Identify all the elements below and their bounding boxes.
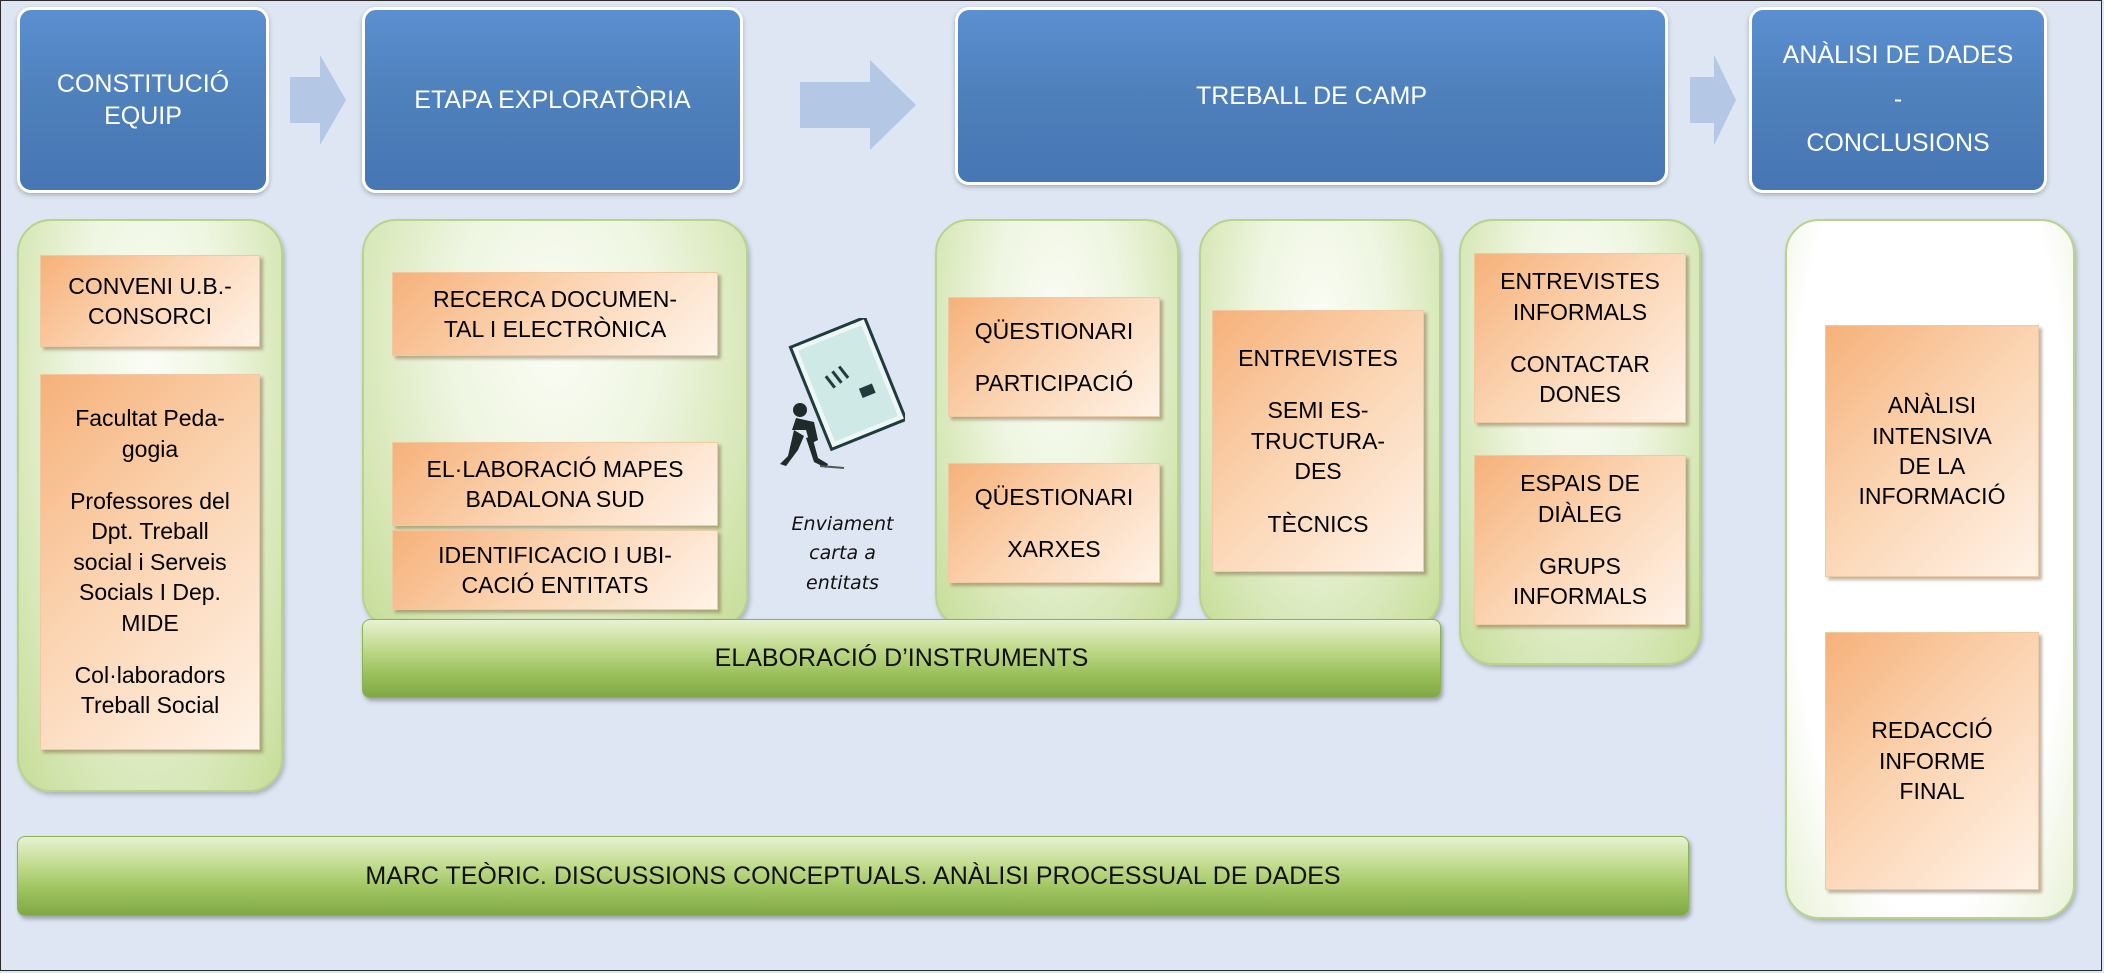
box-entrevistes-semiestructurades: ENTREVISTES SEMI ES- TRUCTURA- DES TÈCNI…	[1212, 310, 1424, 572]
box-recerca-documental: RECERCA DOCUMEN- TAL I ELECTRÒNICA	[392, 272, 718, 356]
box-line: ANÀLISI	[1887, 392, 1977, 419]
box-line: INFORME	[1878, 747, 1986, 774]
box-line: INFORMACIÓ	[1858, 483, 2006, 510]
box-analisi-intensiva: ANÀLISI INTENSIVA DE LA INFORMACIÓ	[1825, 325, 2039, 577]
bar-marc-teoric: MARC TEÒRIC. DISCUSSIONS CONCEPTUALS. AN…	[17, 836, 1689, 916]
box-redaccio-informe: REDACCIÓ INFORME FINAL	[1825, 632, 2039, 890]
bar-elaboracio-instruments: ELABORACIÓ D’INSTRUMENTS	[362, 619, 1441, 698]
bar-label: ELABORACIÓ D’INSTRUMENTS	[714, 644, 1089, 672]
box-line: DONES	[1539, 381, 1621, 408]
box-line: XARXES	[1007, 536, 1101, 562]
box-line: ESPAIS DE	[1520, 470, 1640, 497]
box-line: Facultat Peda-	[75, 405, 225, 432]
box-line: Professores del	[70, 488, 230, 515]
box-line: TÈCNICS	[1267, 510, 1369, 537]
box-conveni: CONVENI U.B.- CONSORCI	[40, 255, 260, 347]
box-line: MIDE	[121, 609, 179, 636]
phase-line: TREBALL DE CAMP	[1195, 81, 1428, 110]
box-line: TAL I ELECTRÒNICA	[443, 316, 667, 342]
box-line: DIÀLEG	[1537, 500, 1623, 527]
caption-enviament-carta: Enviament carta a entitats	[780, 510, 905, 598]
box-line: CACIÓ ENTITATS	[461, 572, 649, 598]
caption-line: Enviament	[791, 513, 894, 535]
phase-etapa-exploratoria: ETAPA EXPLORATÒRIA	[362, 7, 743, 193]
box-line: INFORMALS	[1512, 583, 1648, 610]
bar-label: MARC TEÒRIC. DISCUSSIONS CONCEPTUALS. AN…	[365, 861, 1341, 890]
box-line: CONSORCI	[88, 303, 212, 329]
phase-line: ETAPA EXPLORATÒRIA	[414, 85, 691, 114]
box-line: Socials I Dep.	[79, 579, 221, 606]
box-line: SEMI ES-	[1267, 397, 1369, 424]
phase-treball-de-camp: TREBALL DE CAMP	[955, 7, 1668, 185]
box-mapes-badalona: EL·LABORACIÓ MAPES BADALONA SUD	[392, 442, 718, 526]
box-line: INFORMALS	[1512, 298, 1648, 325]
box-line: QÜESTIONARI	[974, 317, 1134, 344]
right-arrow-icon	[800, 60, 916, 150]
box-line: Treball Social	[80, 692, 220, 719]
phase-analisi-de-dades: ANÀLISI DE DADES - CONCLUSIONS	[1749, 7, 2047, 193]
box-membres-equip: Facultat Peda- gogia Professores del Dpt…	[40, 374, 260, 750]
phase-line: -	[1893, 85, 1903, 114]
box-line: DES	[1294, 458, 1342, 485]
caption-line: entitats	[806, 571, 879, 594]
phase-line: EQUIP	[104, 102, 182, 130]
box-line: REDACCIÓ	[1871, 717, 1993, 744]
phase-constitucio-equip: CONSTITUCIÓ EQUIP	[17, 7, 269, 193]
box-line: BADALONA SUD	[465, 486, 645, 512]
box-line: IDENTIFICACIO I UBI-	[438, 541, 672, 568]
box-line: EL·LABORACIÓ MAPES	[426, 455, 684, 482]
box-entrevistes-informals: ENTREVISTES INFORMALS CONTACTAR DONES	[1474, 253, 1686, 423]
phase-line: CONCLUSIONS	[1806, 128, 1990, 157]
box-espais-dialeg: ESPAIS DE DIÀLEG GRUPS INFORMALS	[1474, 455, 1686, 625]
caption-line: carta a	[809, 542, 876, 565]
right-arrow-icon	[1690, 55, 1736, 145]
box-line: TRUCTURA-	[1250, 427, 1386, 454]
box-line: DE LA	[1898, 453, 1966, 479]
box-line: FINAL	[1899, 778, 1965, 805]
box-identificacio-entitats: IDENTIFICACIO I UBI- CACIÓ ENTITATS	[392, 530, 718, 610]
box-line: social i Serveis	[73, 548, 227, 575]
box-line: PARTICIPACIÓ	[974, 370, 1134, 396]
box-line: QÜESTIONARI	[974, 483, 1134, 510]
letter-delivery-icon	[780, 318, 905, 469]
box-line: CONTACTAR	[1510, 351, 1650, 377]
box-line: Dpt. Treball	[91, 518, 209, 545]
box-line: gogia	[121, 435, 179, 462]
box-line: ENTREVISTES	[1500, 268, 1660, 295]
box-line: CONVENI U.B.-	[68, 272, 232, 299]
box-questionari-participacio: QÜESTIONARI PARTICIPACIÓ	[948, 297, 1160, 417]
box-line: ENTREVISTES	[1238, 345, 1398, 372]
box-line: RECERCA DOCUMEN-	[432, 285, 678, 312]
box-line: GRUPS	[1539, 553, 1621, 579]
phase-line: ANÀLISI DE DADES	[1782, 41, 2014, 70]
box-line: Col·laboradors	[74, 661, 226, 688]
box-questionari-xarxes: QÜESTIONARI XARXES	[948, 463, 1160, 583]
right-arrow-icon	[290, 55, 346, 145]
phase-line: CONSTITUCIÓ	[56, 69, 230, 98]
box-line: INTENSIVA	[1872, 422, 1992, 449]
